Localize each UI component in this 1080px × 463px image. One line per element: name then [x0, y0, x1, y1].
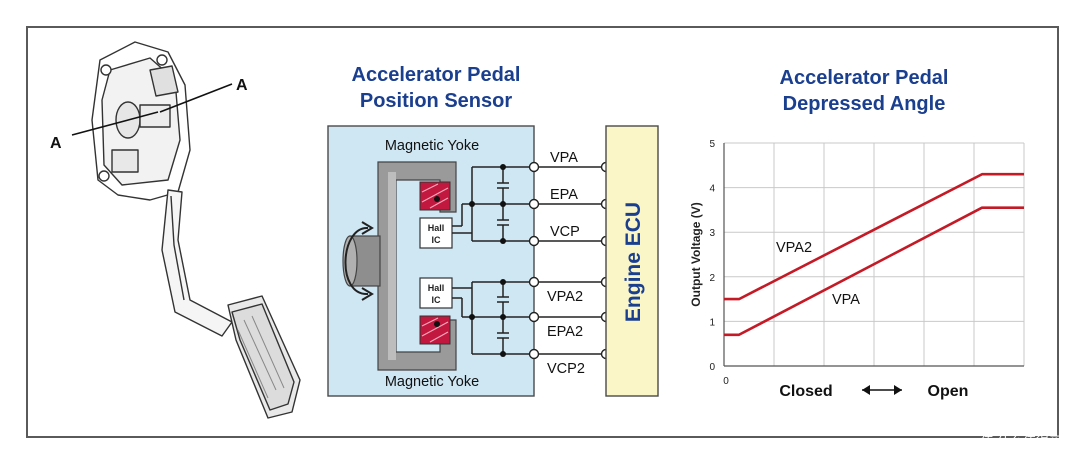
marker-a-top: A	[236, 77, 248, 94]
hall-ic-bottom: Hall IC	[419, 277, 453, 309]
chart-title-line1: Accelerator Pedal	[780, 67, 949, 89]
series-line-vpa	[724, 206, 1024, 337]
terminal-vpa2: VPA2	[547, 289, 583, 305]
x-origin-label: 0	[723, 376, 729, 387]
section-line-a-upper	[159, 83, 233, 113]
sensor-title-line1: Accelerator Pedal	[352, 64, 521, 86]
arrow-head-right-icon	[894, 385, 902, 395]
terminal-vcp2: VCP2	[547, 361, 585, 377]
accelerator-pedal-illustration	[91, 41, 301, 419]
section-line-a	[71, 111, 159, 136]
watermark: 值 什么值得买	[980, 434, 1062, 449]
y-axis-label: Output Voltage (V)	[689, 202, 703, 306]
sensor-title-line2: Position Sensor	[360, 90, 512, 112]
y-tick-label: 3	[709, 228, 715, 239]
series-label-vpa2: VPA2	[776, 240, 812, 256]
magnet-top	[419, 181, 451, 211]
rotation-arrow-icon	[344, 221, 374, 301]
y-tick-label: 5	[709, 139, 715, 150]
y-tick-label: 0	[709, 362, 715, 373]
series-line-vpa2	[724, 172, 1024, 301]
svg-text:IC: IC	[432, 235, 442, 245]
magnet-bottom	[419, 315, 451, 345]
junction-dots	[469, 164, 506, 357]
series-label-vpa: VPA	[832, 292, 860, 308]
terminal-epa: EPA	[550, 187, 578, 203]
x-axis-label-open: Open	[928, 383, 969, 400]
arrow-head-left-icon	[862, 385, 870, 395]
magnetic-yoke-top-label: Magnetic Yoke	[385, 138, 479, 154]
svg-text:IC: IC	[432, 295, 442, 305]
output-voltage-chart: 0 1 2 3 4 5 0 Output Voltage (V) Closed Open VPA2V…	[689, 139, 1025, 400]
engine-ecu-box	[605, 125, 659, 397]
hall-ic-top: Hall IC	[419, 217, 453, 249]
engine-ecu-label: Engine ECU	[622, 202, 645, 322]
terminal-labels: VPA EPA VCP VPA2 EPA2 VCP2	[547, 150, 585, 377]
terminal-vpa: VPA	[550, 150, 578, 166]
y-tick-label: 1	[709, 317, 715, 328]
svg-text:Hall: Hall	[428, 223, 445, 233]
terminal-vcp: VCP	[550, 224, 580, 240]
chart-title-line2: Depressed Angle	[783, 93, 946, 115]
terminal-epa2: EPA2	[547, 324, 583, 340]
y-tick-label: 2	[709, 273, 715, 284]
x-axis-label-closed: Closed	[779, 383, 832, 400]
svg-text:Hall: Hall	[428, 283, 445, 293]
marker-a-left: A	[50, 135, 62, 152]
magnetic-yoke-bottom-label: Magnetic Yoke	[385, 374, 479, 390]
y-tick-label: 4	[709, 184, 715, 195]
